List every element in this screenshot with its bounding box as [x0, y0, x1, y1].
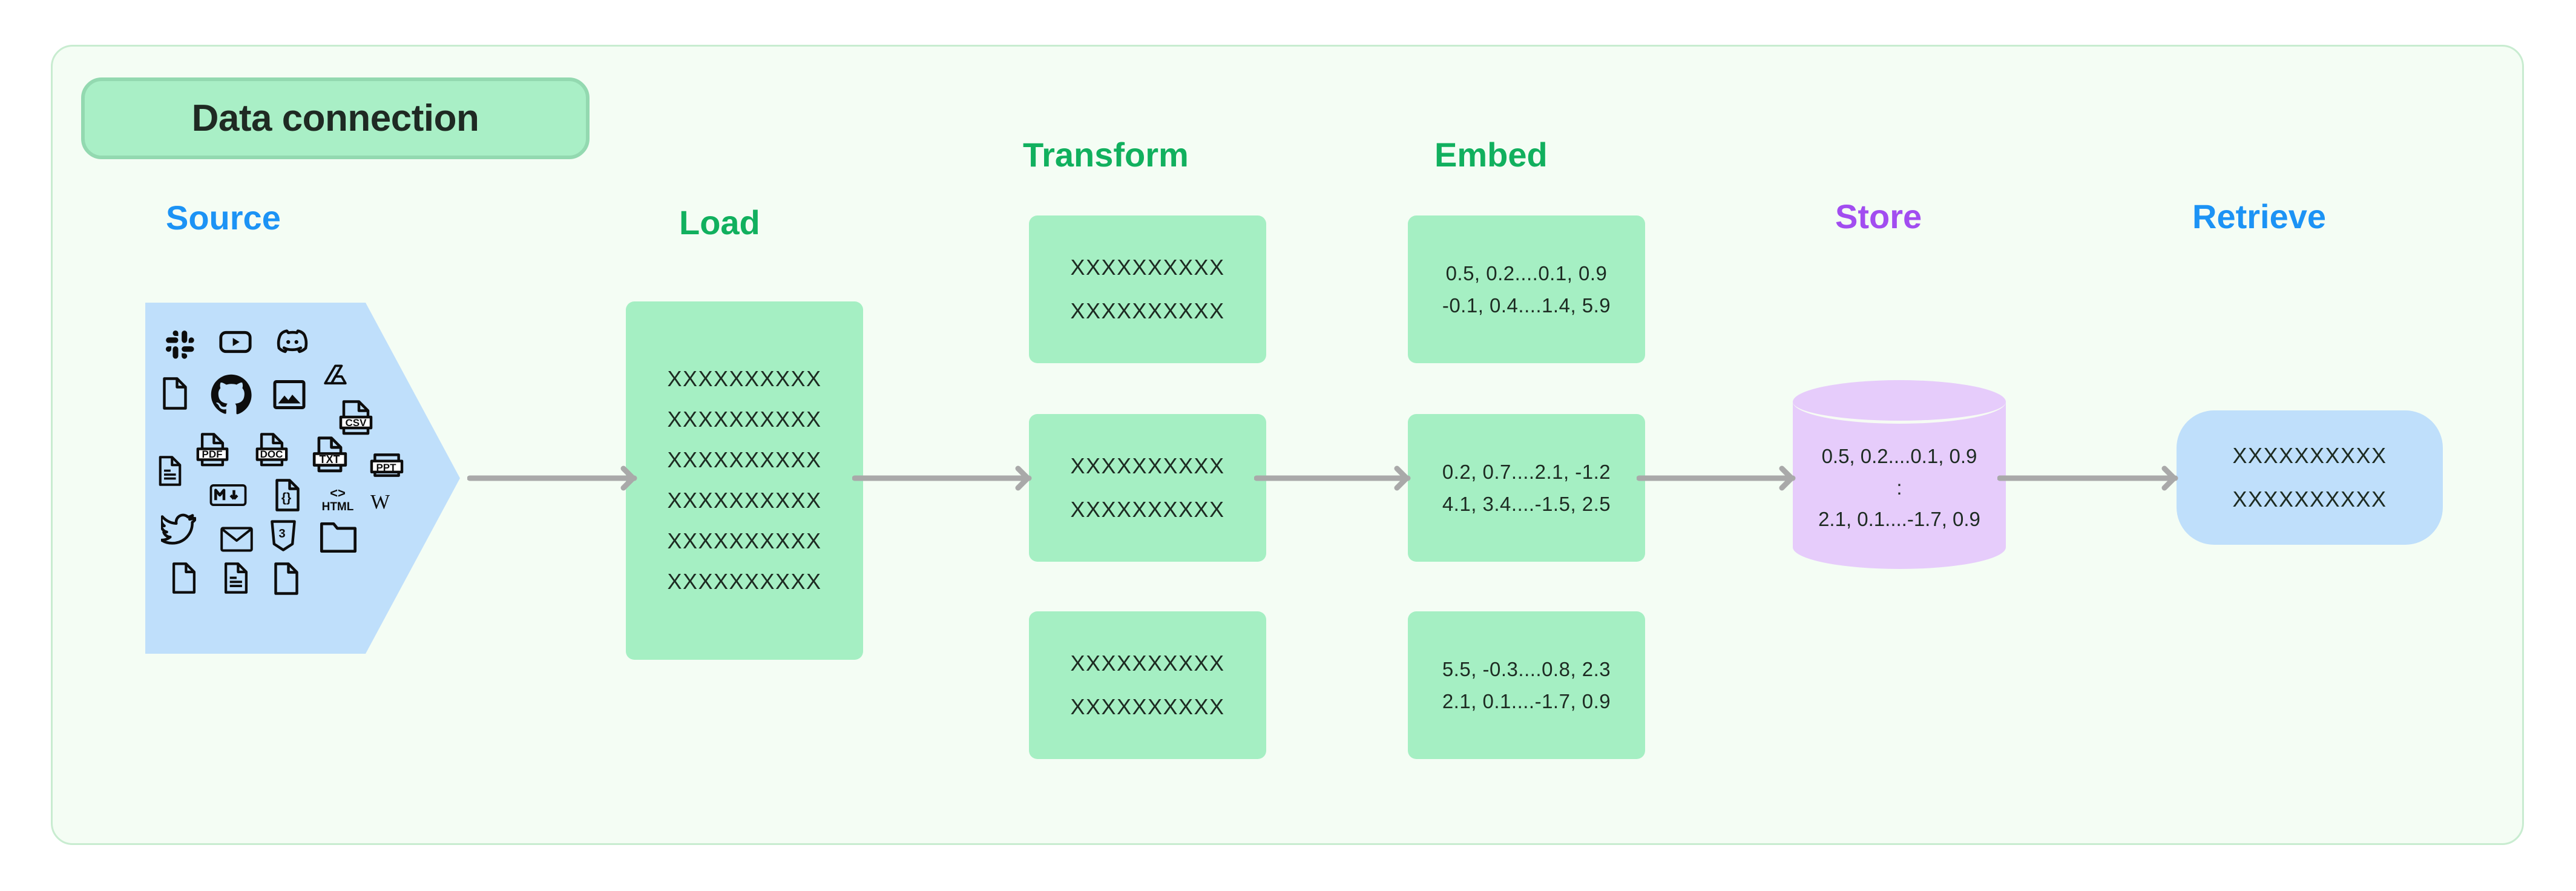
image-icon	[270, 375, 309, 414]
embed-box: 0.2, 0.7....2.1, -1.2 4.1, 3.4....-1.5, …	[1408, 414, 1645, 562]
stage-label-transform: Transform	[1023, 136, 1189, 174]
cylinder-line: 0.5, 0.2....0.1, 0.9	[1821, 445, 1977, 467]
json-braces-label: {}	[281, 491, 292, 505]
cylinder-top-ellipse	[1793, 380, 2006, 424]
transform-box-line: XXXXXXXXXX	[1070, 298, 1225, 323]
youtube-icon	[217, 323, 254, 361]
embed-box-line: 4.1, 3.4....-1.5, 2.5	[1442, 493, 1611, 515]
page-title: Data connection	[191, 97, 479, 139]
wikipedia-label: W	[370, 491, 390, 513]
load-box: XXXXXXXXXX XXXXXXXXXX XXXXXXXXXX XXXXXXX…	[626, 301, 863, 660]
transform-box: XXXXXXXXXX XXXXXXXXXX	[1029, 611, 1266, 759]
load-box-line: XXXXXXXXXX	[667, 407, 822, 432]
html-label: HTML	[321, 500, 354, 513]
folder-icon	[318, 521, 358, 554]
html-tag-label: <>	[330, 485, 346, 501]
transform-box-line: XXXXXXXXXX	[1070, 453, 1225, 478]
cylinder-body	[1793, 402, 2006, 569]
retrieve-box-line: XXXXXXXXXX	[2232, 443, 2387, 468]
stage-label-embed: Embed	[1434, 136, 1548, 174]
transform-box-line: XXXXXXXXXX	[1070, 694, 1225, 719]
load-box-line: XXXXXXXXXX	[667, 447, 822, 473]
arrow-transform-to-embed	[1254, 460, 1416, 496]
markdown-icon	[208, 482, 248, 508]
embed-box-line: 5.5, -0.3....0.8, 2.3	[1442, 657, 1611, 680]
store-cylinder: 0.5, 0.2....0.1, 0.9 : 2.1, 0.1....-1.7,…	[1793, 380, 2006, 591]
google-drive-icon	[320, 361, 351, 392]
document-lines-icon-2	[220, 561, 252, 596]
file-blank-icon-3	[270, 561, 303, 597]
embed-box: 0.5, 0.2....0.1, 0.9 -0.1, 0.4....1.4, 5…	[1408, 215, 1645, 363]
slack-icon	[163, 328, 197, 362]
load-box-line: XXXXXXXXXX	[667, 366, 822, 392]
css3-icon: 3	[269, 518, 298, 553]
discord-icon	[274, 323, 311, 361]
cylinder-line: 2.1, 0.1....-1.7, 0.9	[1818, 508, 1980, 531]
email-icon	[218, 525, 255, 553]
embed-box-line: 0.5, 0.2....0.1, 0.9	[1445, 261, 1608, 284]
file-blank-icon	[159, 375, 191, 412]
arrow-store-to-retrieve	[1997, 460, 2184, 496]
load-box-line: XXXXXXXXXX	[667, 488, 822, 513]
embed-box-line: -0.1, 0.4....1.4, 5.9	[1442, 294, 1611, 317]
embed-box-line: 2.1, 0.1....-1.7, 0.9	[1442, 690, 1611, 712]
ppt-file-label: PPT	[376, 462, 396, 473]
pdf-file-label: PDF	[202, 449, 223, 460]
transform-box: XXXXXXXXXX XXXXXXXXXX	[1029, 414, 1266, 562]
cylinder-line: :	[1896, 476, 1902, 499]
ppt-file-icon: PPT	[368, 449, 406, 484]
embed-box-line: 0.2, 0.7....2.1, -1.2	[1442, 460, 1611, 483]
diagram-frame	[51, 45, 2524, 845]
stage-label-load: Load	[679, 203, 760, 242]
csv-file-icon: CSV	[338, 398, 374, 437]
txt-file-icon: TXT	[310, 435, 350, 475]
retrieve-box: XXXXXXXXXX XXXXXXXXXX	[2177, 410, 2443, 545]
cylinder-text: 0.5, 0.2....0.1, 0.9 : 2.1, 0.1....-1.7,…	[1793, 441, 2006, 535]
transform-box-line: XXXXXXXXXX	[1070, 651, 1225, 676]
txt-file-label: TXT	[319, 453, 340, 465]
load-box-line: XXXXXXXXXX	[667, 568, 822, 594]
load-box-line: XXXXXXXXXX	[667, 528, 822, 553]
stage-label-store: Store	[1835, 197, 1922, 235]
wikipedia-icon: W	[366, 489, 395, 516]
arrow-source-to-load	[467, 460, 643, 496]
csv-file-label: CSV	[345, 417, 367, 429]
json-file-icon: {}	[271, 477, 304, 513]
arrow-embed-to-store	[1637, 460, 1801, 496]
embed-box: 5.5, -0.3....0.8, 2.3 2.1, 0.1....-1.7, …	[1408, 611, 1645, 759]
css3-label: 3	[278, 527, 286, 541]
doc-file-label: DOC	[260, 449, 283, 460]
stage-label-source: Source	[166, 199, 281, 237]
github-icon	[207, 370, 255, 419]
document-lines-icon	[155, 454, 185, 488]
twitter-icon	[160, 512, 197, 546]
html-icon: <> HTML	[318, 484, 357, 515]
stage-label-retrieve: Retrieve	[2192, 197, 2327, 235]
pdf-file-icon: PDF	[194, 431, 231, 469]
doc-file-icon: DOC	[253, 431, 291, 469]
source-icon-grid: CSV PDF DOC	[145, 303, 460, 654]
transform-box-line: XXXXXXXXXX	[1070, 497, 1225, 522]
retrieve-box-line: XXXXXXXXXX	[2232, 487, 2387, 511]
arrow-load-to-transform	[852, 460, 1037, 496]
transform-box-line: XXXXXXXXXX	[1070, 255, 1225, 280]
title-pill: Data connection	[81, 77, 590, 159]
transform-box: XXXXXXXXXX XXXXXXXXXX	[1029, 215, 1266, 363]
file-blank-icon-2	[168, 561, 200, 596]
